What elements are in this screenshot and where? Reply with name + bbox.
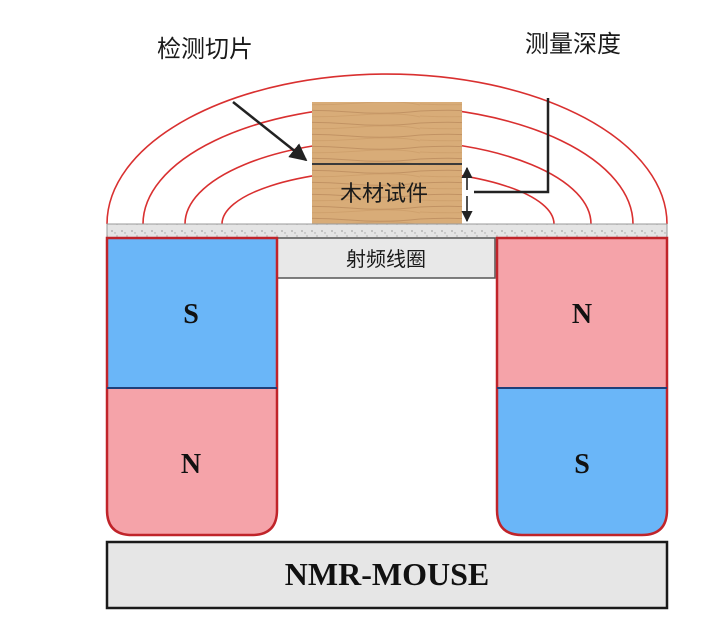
specimen-label: 木材试件 bbox=[340, 182, 428, 207]
nmr-mouse-base: NMR-MOUSE bbox=[105, 540, 669, 610]
left-magnet-top-pole bbox=[107, 238, 277, 388]
right-magnet-bottom-label: S bbox=[574, 449, 590, 480]
slice-label: 检测切片 bbox=[157, 35, 253, 63]
depth-label: 测量深度 bbox=[525, 30, 621, 58]
depth-bracket-line bbox=[474, 98, 550, 194]
left-magnet-bottom-pole bbox=[107, 388, 277, 535]
sensor-platform bbox=[106, 223, 668, 239]
wood-specimen: 木材试件 bbox=[312, 102, 462, 224]
slice-annotation: 检测切片 bbox=[157, 35, 308, 162]
field-line-outer bbox=[106, 73, 668, 225]
device-label: NMR-MOUSE bbox=[285, 556, 489, 592]
right-magnet-bottom-pole bbox=[497, 388, 667, 535]
right-magnet-top-label: N bbox=[572, 299, 592, 330]
left-magnet-top-label: S bbox=[183, 299, 199, 330]
depth-annotation: 测量深度 bbox=[461, 30, 621, 223]
left-magnet-bottom-label: N bbox=[181, 449, 201, 480]
detection-slice-layer bbox=[312, 102, 462, 164]
base-block bbox=[105, 540, 669, 610]
right-magnet: N S bbox=[495, 236, 669, 537]
left-magnet-outline bbox=[105, 236, 279, 537]
left-magnet: S N bbox=[105, 236, 279, 537]
rf-coil-label: 射频线圈 bbox=[346, 247, 426, 271]
right-magnet-outline bbox=[495, 236, 669, 537]
specimen-body bbox=[312, 165, 462, 224]
slice-pointer-arrow bbox=[232, 101, 308, 162]
rf-coil: 射频线圈 bbox=[276, 237, 496, 279]
right-magnet-top-pole bbox=[497, 238, 667, 388]
